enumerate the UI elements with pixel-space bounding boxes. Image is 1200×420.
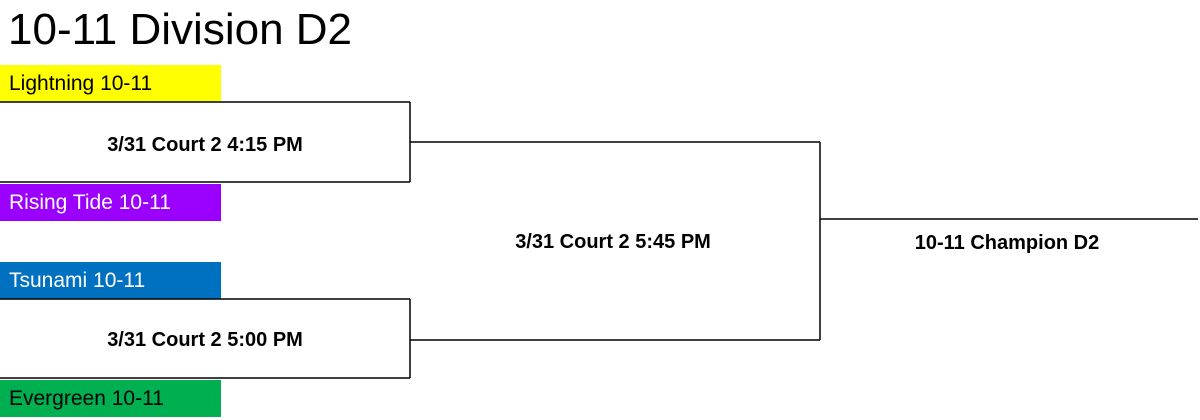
final-game-label: 3/31 Court 2 5:45 PM [515,231,711,253]
team-evergreen: Evergreen 10-11 [0,380,221,417]
champion-label: 10-11 Champion D2 [914,232,1100,254]
game2-label: 3/31 Court 2 5:00 PM [107,329,303,351]
team-rising-tide: Rising Tide 10-11 [0,184,221,221]
team-lightning: Lightning 10-11 [0,65,221,102]
game1-label: 3/31 Court 2 4:15 PM [107,134,303,156]
page-title: 10-11 Division D2 [8,5,353,54]
team-tsunami: Tsunami 10-11 [0,262,221,299]
